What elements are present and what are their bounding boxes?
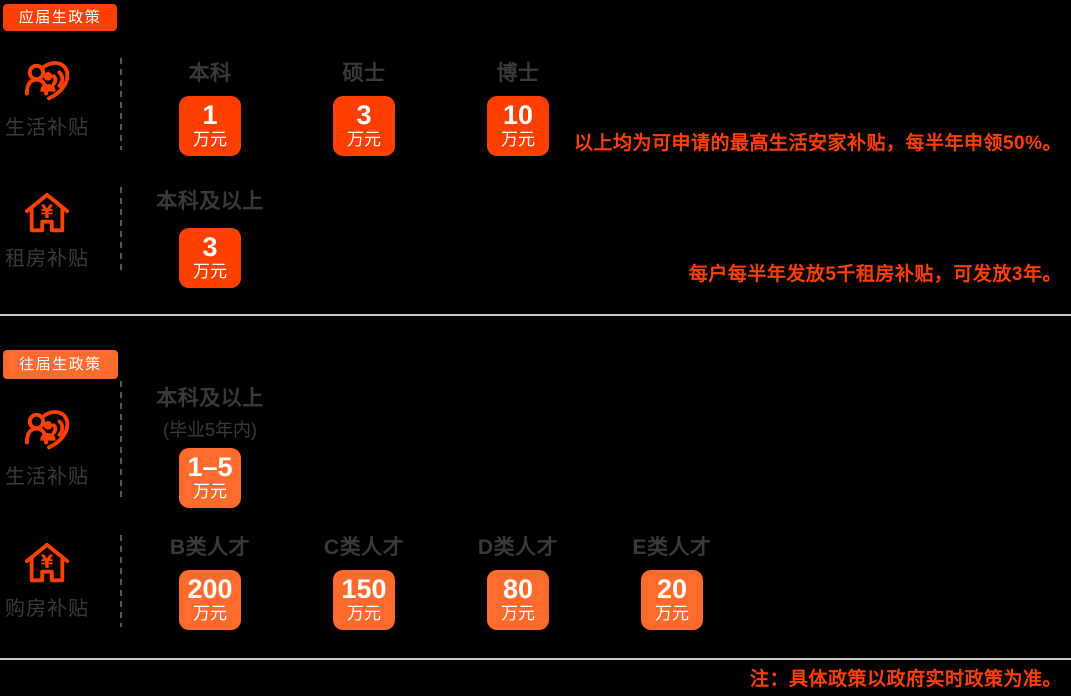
degree-column-master: 硕士 3 万元 [287, 57, 441, 156]
living-subsidy-columns: 本科 1 万元 硕士 3 万元 博士 10 万元 [133, 57, 595, 156]
value-badge: 10 万元 [487, 96, 549, 156]
rent-subsidy-columns: 本科及以上 3 万元 [133, 185, 287, 288]
value-badge: 1–5 万元 [179, 448, 241, 508]
column-subheader: (毕业5年内) [163, 420, 257, 440]
degree-column-bachelor-above: 本科及以上 3 万元 [133, 185, 287, 288]
value-badge: 3 万元 [179, 228, 241, 288]
badge-value: 10 [502, 100, 534, 130]
value-badge: 20 万元 [641, 570, 703, 630]
living-subsidy2-label: 生活补贴 [5, 466, 89, 488]
rent-subsidy-label: 租房补贴 [5, 248, 89, 270]
living-subsidy-annotation: 以上均为可申请的最高生活安家补贴，每半年申领50%。 [573, 133, 1062, 154]
badge-unit: 万元 [347, 130, 381, 149]
svg-text:¥: ¥ [41, 552, 54, 573]
badge-unit: 万元 [193, 262, 227, 281]
living-subsidy2-row-label: 生活补贴 [0, 409, 94, 489]
value-badge: 80 万元 [487, 570, 549, 630]
talent-column-e: E类人才 20 万元 [595, 531, 749, 630]
dashed-separator [120, 535, 122, 627]
column-header: D类人才 [477, 536, 559, 559]
people-care-icon [24, 61, 70, 101]
badge-value: 3 [356, 100, 372, 130]
purchase-subsidy-row-label: ¥ 购房补贴 [0, 541, 94, 621]
purchase-subsidy-label: 购房补贴 [5, 598, 89, 620]
talent-column-d: D类人才 80 万元 [441, 531, 595, 630]
people-care-icon [24, 410, 70, 450]
degree-column-bachelor: 本科 1 万元 [133, 57, 287, 156]
dashed-separator [120, 58, 122, 150]
badge-unit: 万元 [501, 604, 535, 623]
section-divider [0, 314, 1071, 316]
badge-value: 3 [202, 232, 218, 262]
rent-subsidy-row-label: ¥ 租房补贴 [0, 191, 94, 271]
column-header: B类人才 [169, 536, 251, 559]
badge-unit: 万元 [655, 604, 689, 623]
value-badge: 200 万元 [179, 570, 241, 630]
dashed-separator [120, 187, 122, 273]
purchase-subsidy-columns: B类人才 200 万元 C类人才 150 万元 D类人才 80 万元 E类人才 … [133, 531, 749, 630]
degree-column-bachelor-above: 本科及以上 (毕业5年内) 1–5 万元 [133, 382, 287, 508]
living-subsidy-row-label: 生活补贴 [0, 60, 94, 140]
column-header: 本科 [188, 62, 232, 85]
column-header: 硕士 [342, 62, 386, 85]
value-badge: 3 万元 [333, 96, 395, 156]
badge-unit: 万元 [347, 604, 381, 623]
column-header: 本科及以上 [156, 387, 264, 410]
rent-subsidy-annotation: 每户每半年发放5千租房补贴，可发放3年。 [688, 264, 1062, 285]
badge-value: 150 [341, 574, 387, 604]
living-subsidy-label: 生活补贴 [5, 117, 89, 139]
badge-unit: 万元 [193, 482, 227, 501]
badge-value: 200 [187, 574, 233, 604]
badge-unit: 万元 [193, 130, 227, 149]
section1-tag: 应届生政策 [3, 4, 117, 31]
house-yuan-icon: ¥ [24, 192, 70, 233]
column-header: 本科及以上 [156, 190, 264, 213]
living-subsidy2-columns: 本科及以上 (毕业5年内) 1–5 万元 [133, 382, 287, 508]
badge-value: 20 [656, 574, 688, 604]
badge-value: 1–5 [187, 452, 233, 482]
dashed-separator [120, 381, 122, 498]
badge-unit: 万元 [501, 130, 535, 149]
talent-column-b: B类人才 200 万元 [133, 531, 287, 630]
value-badge: 1 万元 [179, 96, 241, 156]
disclaimer-note: 注：具体政策以政府实时政策为准。 [749, 669, 1062, 690]
value-badge: 150 万元 [333, 570, 395, 630]
bottom-divider [0, 658, 1071, 660]
house-yuan-icon: ¥ [24, 542, 70, 583]
svg-text:¥: ¥ [41, 202, 54, 223]
badge-unit: 万元 [193, 604, 227, 623]
talent-column-c: C类人才 150 万元 [287, 531, 441, 630]
badge-value: 80 [502, 574, 534, 604]
column-header: C类人才 [323, 536, 405, 559]
degree-column-phd: 博士 10 万元 [441, 57, 595, 156]
column-header: E类人才 [632, 536, 712, 559]
badge-value: 1 [202, 100, 218, 130]
section2-tag: 往届生政策 [3, 350, 118, 379]
column-header: 博士 [496, 62, 540, 85]
